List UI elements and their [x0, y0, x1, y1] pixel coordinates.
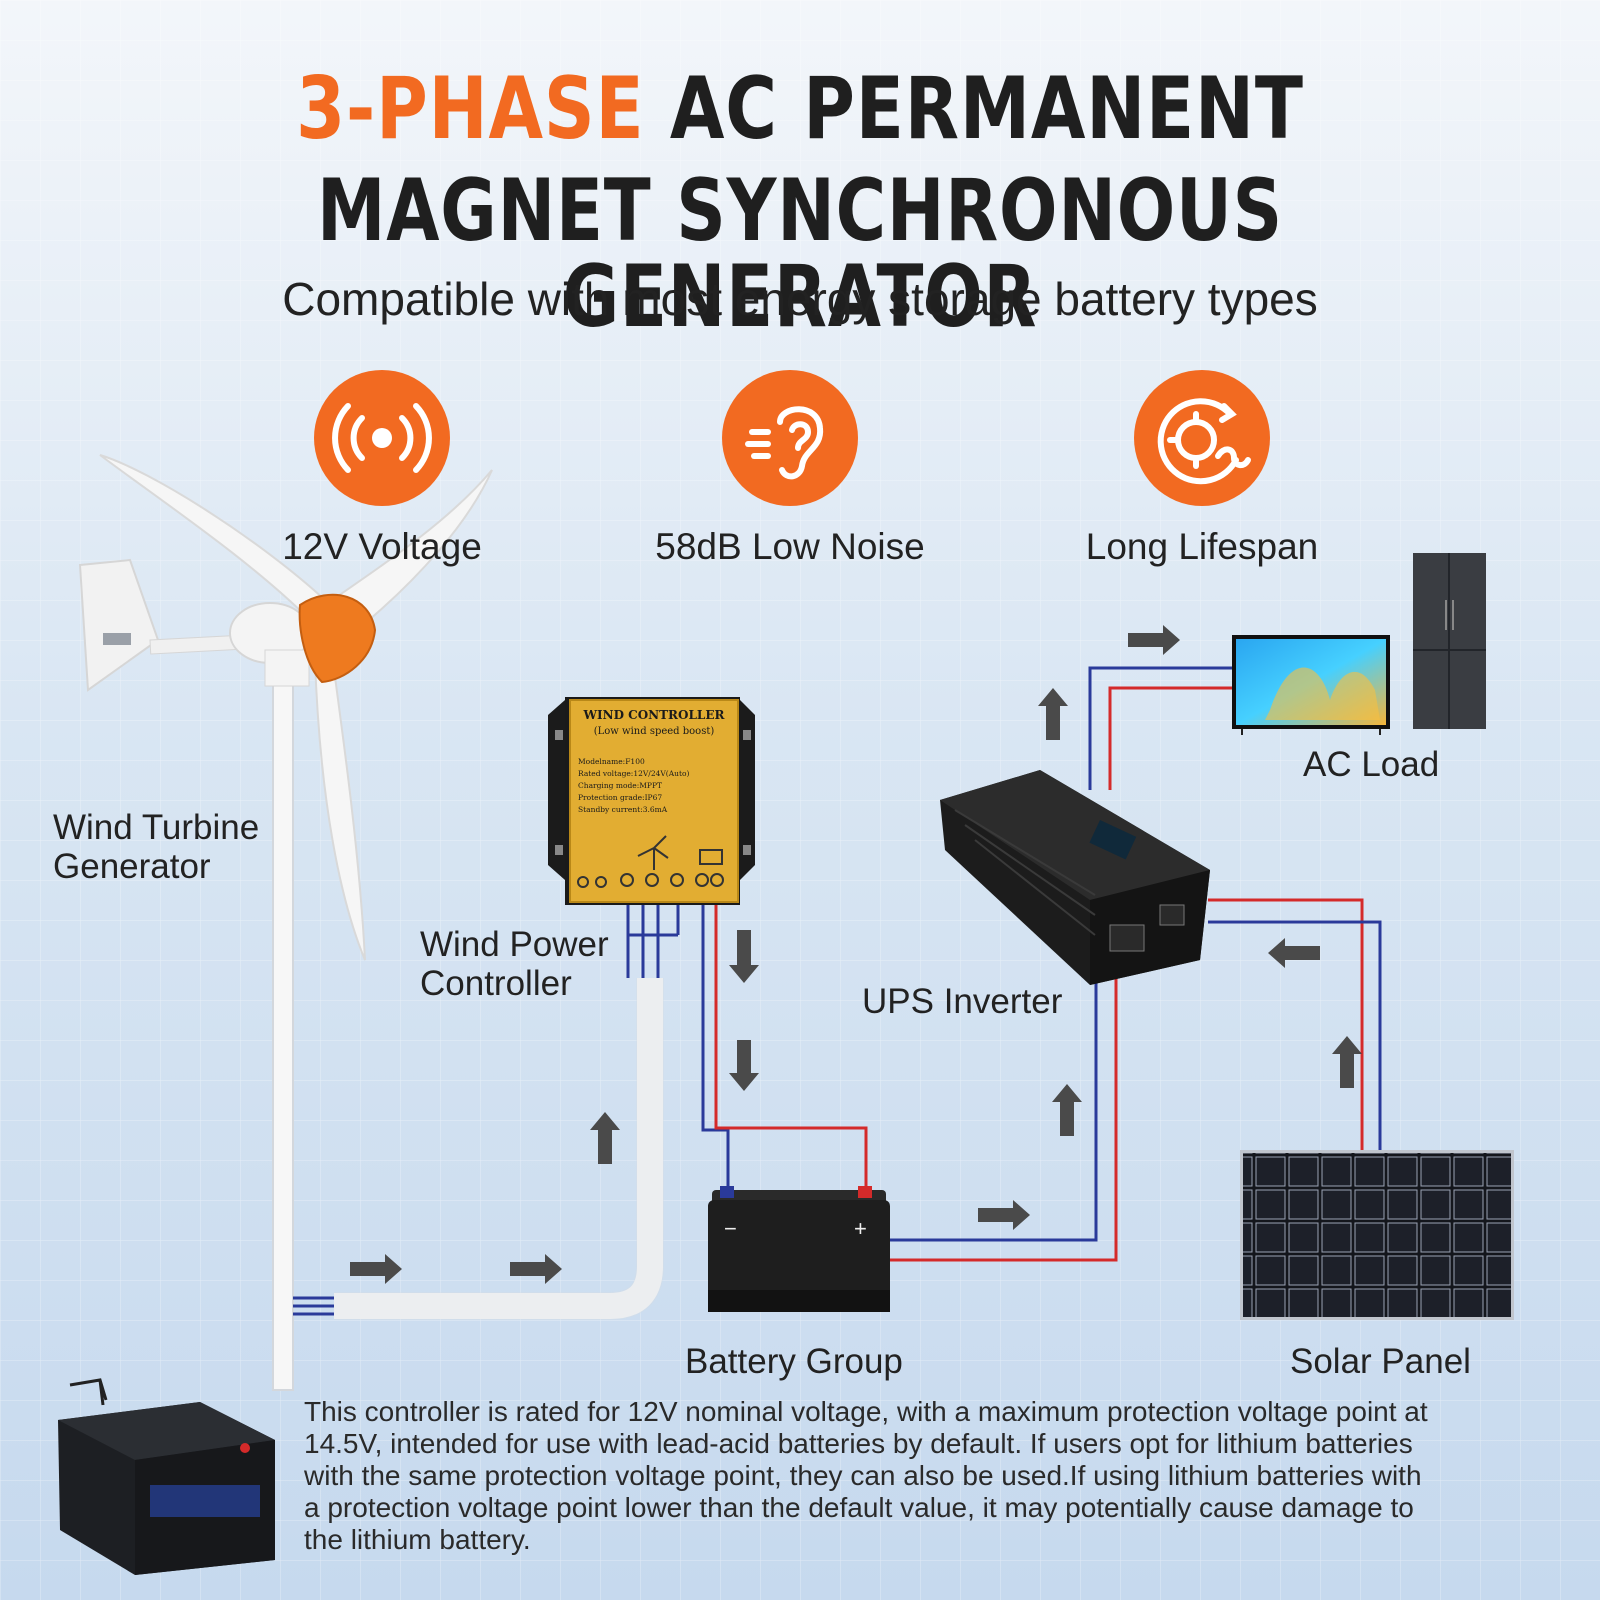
page-title-line-2: MAGNET SYNCHRONOUS GENERATOR	[316, 161, 1283, 347]
battery-compatibility-note: This controller is rated for 12V nominal…	[304, 1396, 1428, 1555]
feature-lifespan: Long Lifespan	[1022, 370, 1382, 568]
battery-inverter-wires	[882, 960, 1118, 1262]
feature-voltage-label: 12V Voltage	[282, 526, 482, 567]
ups-inverter-image	[940, 770, 1210, 985]
ear-icon	[722, 370, 858, 506]
feature-noise: 58dB Low Noise	[610, 370, 970, 568]
controller-specs: Modelname:F100 Rated voltage:12V/24V(Aut…	[578, 756, 689, 816]
controller-spec-line: Standby current:3.6mA	[578, 805, 668, 814]
feature-noise-label: 58dB Low Noise	[655, 526, 925, 567]
tv-image	[1232, 635, 1390, 735]
label-wind-turbine: Wind Turbine Generator	[53, 808, 260, 887]
inverter-load-wires	[1088, 666, 1234, 790]
flow-arrows	[350, 625, 1362, 1284]
wind-controller-image	[548, 697, 755, 905]
label-ac-load: AC Load	[1303, 745, 1440, 784]
page-title-line-1: 3-PHASE AC PERMANENT	[144, 66, 1456, 152]
label-battery-group: Battery Group	[685, 1342, 903, 1381]
title-line1-rest: AC PERMANENT	[644, 59, 1304, 159]
feature-voltage: 12V Voltage	[202, 370, 562, 568]
feature-lifespan-label: Long Lifespan	[1085, 526, 1319, 567]
controller-battery-wires	[701, 905, 868, 1190]
conduit-pipe	[334, 978, 663, 1319]
gear-lifespan-icon	[1134, 370, 1270, 506]
label-ups-inverter: UPS Inverter	[862, 982, 1063, 1021]
controller-subtitle: (Low wind speed boost)	[593, 726, 715, 737]
controller-spec-line: Protection grade:IP67	[578, 793, 663, 802]
label-solar-panel: Solar Panel	[1290, 1342, 1471, 1381]
solar-inverter-wires	[1208, 898, 1382, 1150]
label-wind-controller: Wind Power Controller	[420, 925, 609, 1004]
lithium-battery-image	[58, 1378, 275, 1575]
controller-title: WIND CONTROLLER	[583, 708, 725, 722]
title-accent: 3-PHASE	[296, 59, 645, 159]
battery-minus-sign: −	[724, 1216, 737, 1241]
controller-input-wires	[626, 905, 680, 978]
controller-spec-line: Modelname:F100	[578, 757, 645, 766]
signal-broadcast-icon	[314, 370, 450, 506]
fridge-image	[1413, 553, 1486, 729]
subtitle: Compatible with most energy storage batt…	[282, 273, 1318, 325]
wind-turbine-image	[78, 454, 493, 1391]
battery-image	[708, 1186, 890, 1312]
battery-plus-sign: +	[854, 1216, 867, 1241]
solar-panel-image	[1240, 1150, 1514, 1320]
controller-spec-line: Charging mode:MPPT	[578, 781, 663, 790]
controller-spec-line: Rated voltage:12V/24V(Auto)	[578, 769, 690, 778]
